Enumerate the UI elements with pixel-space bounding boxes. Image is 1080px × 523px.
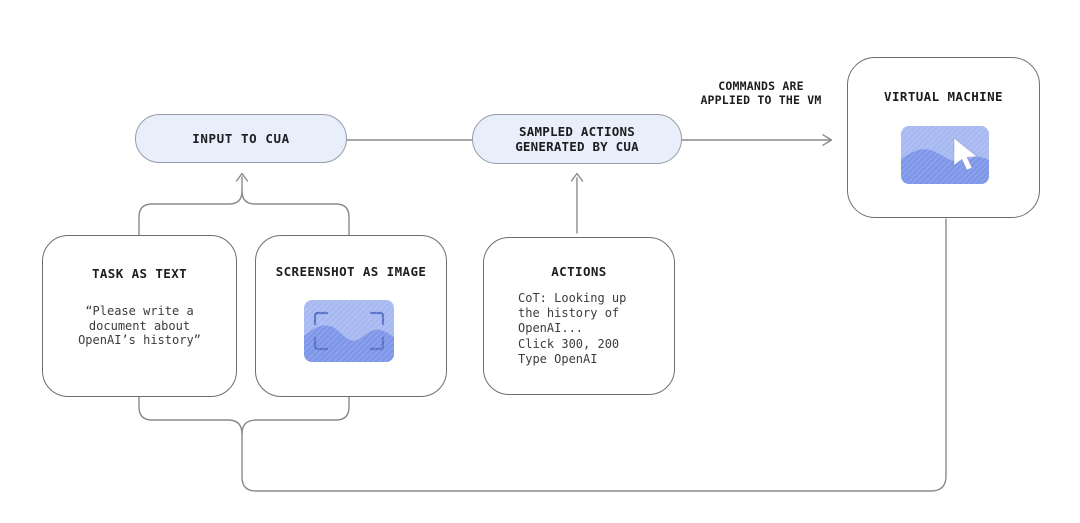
loop-bottom-right (241, 396, 350, 435)
input-pill-label: INPUT TO CUA (192, 131, 290, 146)
mouse-pointer-icon (953, 137, 978, 171)
node-actions: ACTIONS CoT: Looking up the history of O… (483, 237, 675, 395)
landscape-wave-icon (304, 325, 394, 362)
brace-top-left (138, 176, 243, 236)
node-task-as-text: TASK AS TEXT “Please write a document ab… (42, 235, 237, 397)
node-input-to-cua: INPUT TO CUA (135, 114, 347, 163)
node-virtual-machine: VIRTUAL MACHINE (847, 57, 1040, 218)
arrowhead-up-input-icon (235, 172, 249, 182)
screenshot-box-title: SCREENSHOT AS IMAGE (275, 264, 427, 279)
vm-box-title: VIRTUAL MACHINE (884, 89, 1003, 104)
node-sampled-actions: SAMPLED ACTIONS GENERATED BY CUA (472, 114, 682, 164)
screenshot-image-icon (304, 300, 394, 362)
task-box-title: TASK AS TEXT (91, 266, 188, 281)
frame-corners-icon (313, 311, 385, 351)
loop-bottom-left (138, 218, 947, 492)
landscape-wave-icon (901, 149, 989, 184)
arrowhead-up-actions-icon (570, 172, 584, 182)
node-screenshot-as-image: SCREENSHOT AS IMAGE (255, 235, 447, 397)
actions-box-title: ACTIONS (551, 264, 607, 279)
brace-top-right (241, 190, 350, 236)
commands-applied-note: COMMANDS ARE APPLIED TO THE VM (700, 79, 822, 107)
sampled-pill-label: SAMPLED ACTIONS GENERATED BY CUA (515, 124, 639, 154)
arrowhead-right-icon (822, 134, 833, 146)
task-box-body: “Please write a document about OpenAI’s … (78, 304, 201, 347)
actions-box-body: CoT: Looking up the history of OpenAI...… (518, 291, 627, 366)
vm-screen-image-icon (901, 126, 989, 184)
